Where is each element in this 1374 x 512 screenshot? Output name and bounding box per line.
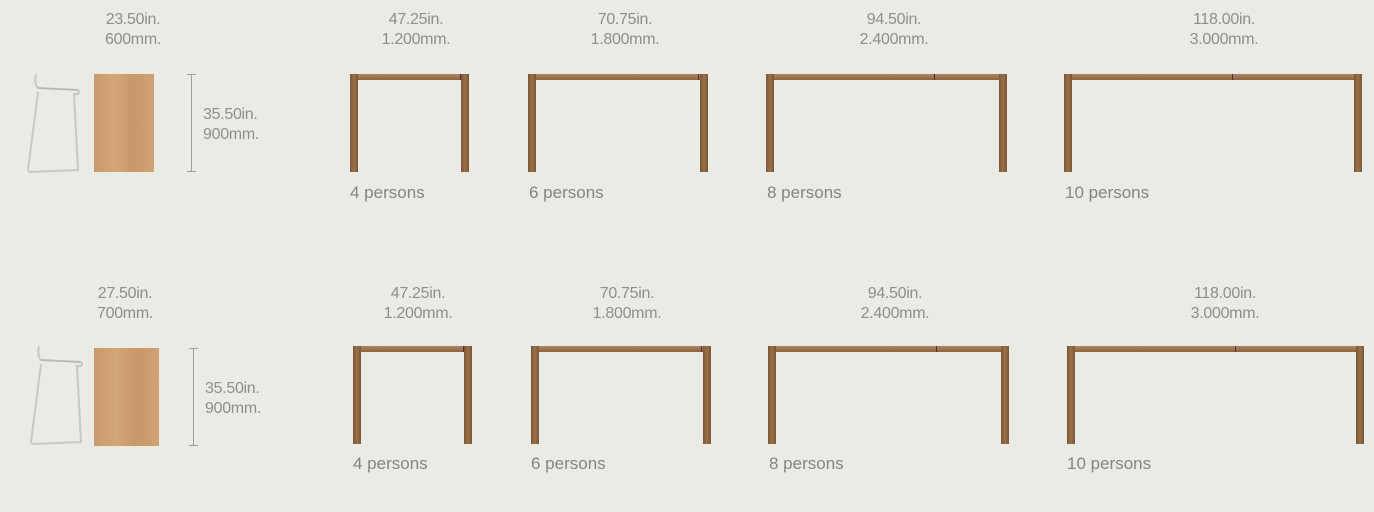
persons-label: 8 persons	[769, 454, 844, 473]
table-4-persons	[350, 74, 469, 172]
table-length-mm: 2.400mm.	[860, 305, 930, 322]
chair-width-label: 27.50in. 700mm.	[80, 284, 170, 324]
table-length-label: 70.75in. 1.800mm.	[565, 284, 689, 324]
table-length-mm: 3.000mm.	[1190, 305, 1260, 322]
chair-width-in: 27.50in.	[97, 285, 153, 302]
persons-label: 6 persons	[531, 454, 606, 473]
table-length-in: 94.50in.	[867, 285, 923, 302]
table-length-label: 118.00in. 3.000mm.	[1163, 284, 1287, 324]
wood-swatch	[94, 74, 154, 172]
persons-label: 10 persons	[1067, 454, 1152, 473]
table-length-in: 94.50in.	[866, 11, 922, 28]
height-in: 35.50in.	[205, 380, 260, 397]
table-length-mm: 1.800mm.	[592, 305, 662, 322]
table-length-mm: 1.200mm.	[383, 305, 453, 322]
table-length-in: 70.75in.	[599, 285, 655, 302]
table-length-mm: 3.000mm.	[1189, 31, 1259, 48]
wood-swatch	[94, 348, 159, 446]
table-length-mm: 1.800mm.	[590, 31, 660, 48]
height-mm: 900mm.	[203, 126, 259, 143]
chair-width-mm: 600mm.	[105, 31, 161, 48]
height-mm: 900mm.	[205, 400, 261, 417]
height-label: 35.50in. 900mm.	[203, 105, 259, 145]
persons-label: 6 persons	[529, 183, 604, 202]
table-length-label: 94.50in. 2.400mm.	[832, 10, 956, 50]
table-10-persons	[1064, 74, 1362, 172]
table-length-mm: 1.200mm.	[381, 31, 451, 48]
table-length-in: 70.75in.	[597, 11, 653, 28]
table-6-persons	[531, 346, 711, 444]
table-8-persons	[768, 346, 1009, 444]
table-length-label: 118.00in. 3.000mm.	[1162, 10, 1286, 50]
chair-width-in: 23.50in.	[105, 11, 161, 28]
height-in: 35.50in.	[203, 106, 258, 123]
table-8-persons	[766, 74, 1007, 172]
table-length-label: 94.50in. 2.400mm.	[833, 284, 957, 324]
persons-label: 10 persons	[1065, 183, 1150, 202]
height-label: 35.50in. 900mm.	[205, 379, 261, 419]
table-length-in: 118.00in.	[1193, 11, 1255, 28]
table-10-persons	[1067, 346, 1364, 444]
height-dimension-marker	[189, 348, 198, 446]
chair-width-label: 23.50in. 600mm.	[88, 10, 178, 50]
table-length-in: 47.25in.	[390, 285, 446, 302]
table-length-label: 47.25in. 1.200mm.	[363, 284, 473, 324]
chair-width-mm: 700mm.	[97, 305, 153, 322]
size-row-2: 27.50in. 700mm. 35.50in. 900mm. 47.25in.…	[0, 272, 1374, 512]
persons-label: 4 persons	[353, 454, 428, 473]
persons-label: 8 persons	[767, 183, 842, 202]
table-length-label: 70.75in. 1.800mm.	[563, 10, 687, 50]
table-length-mm: 2.400mm.	[859, 31, 929, 48]
table-length-in: 47.25in.	[388, 11, 444, 28]
table-6-persons	[528, 74, 708, 172]
table-4-persons	[353, 346, 472, 444]
stool-icon	[26, 73, 80, 174]
size-row-1: 23.50in. 600mm. 35.50in. 900mm. 47.25in.…	[0, 0, 1374, 240]
table-length-label: 47.25in. 1.200mm.	[361, 10, 471, 50]
persons-label: 4 persons	[350, 183, 425, 202]
height-dimension-marker	[187, 74, 196, 172]
stool-icon	[29, 345, 83, 446]
table-length-in: 118.00in.	[1194, 285, 1256, 302]
